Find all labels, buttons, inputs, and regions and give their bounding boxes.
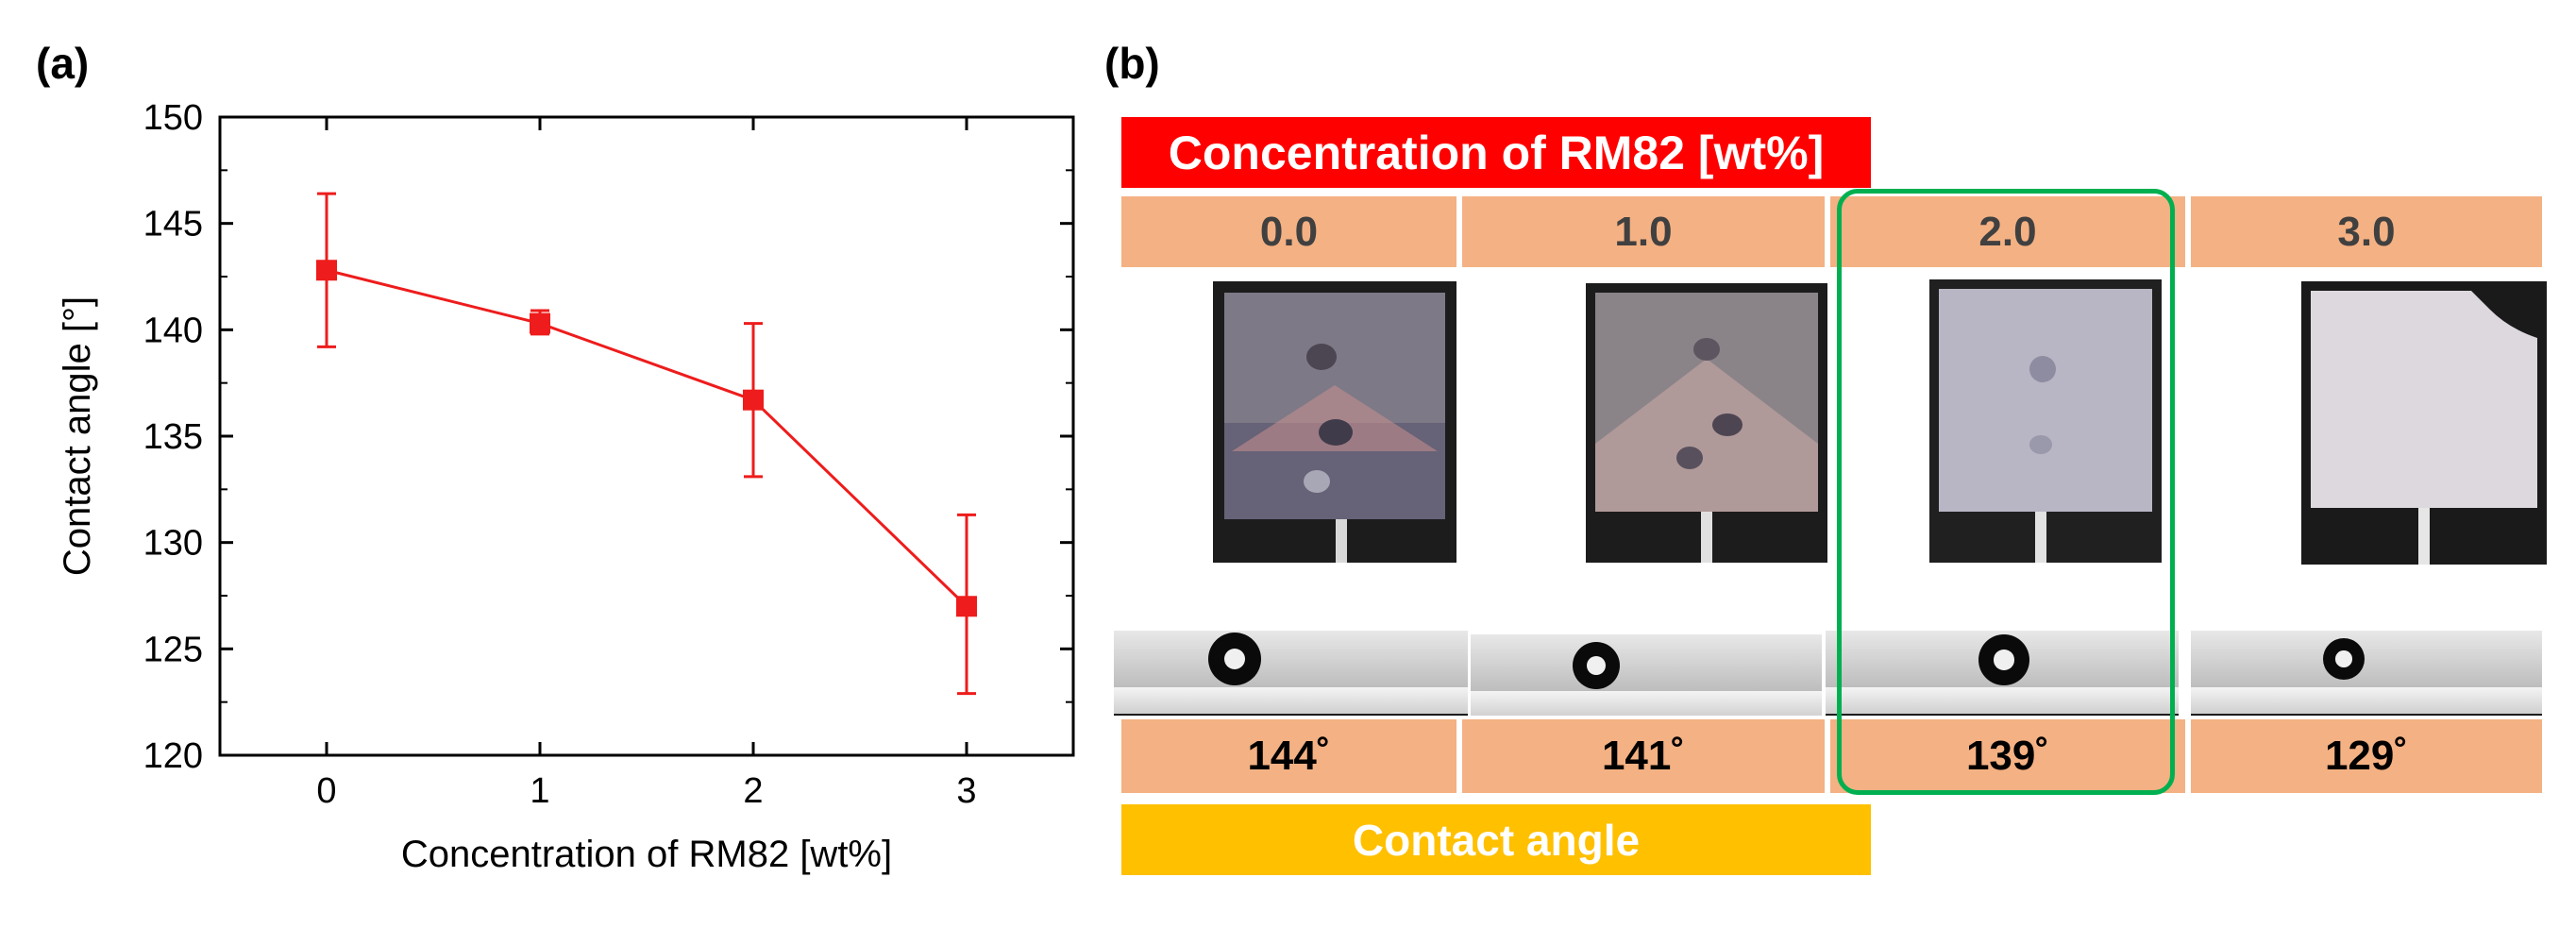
- concentration-cell-1: 1.0: [1462, 196, 1825, 267]
- droplet-image-1: [1471, 634, 1822, 716]
- panel-b-label: (b): [1104, 39, 1160, 88]
- sample-photo-0: [1213, 281, 1456, 563]
- y-tick-label-4: 140: [143, 311, 203, 350]
- y-tick-label-0: 120: [143, 736, 203, 776]
- sample-photo-3: [2301, 281, 2547, 565]
- highlight-box-2wt: [1837, 189, 2175, 795]
- contact-angle-cell-0: 144˚: [1121, 719, 1456, 793]
- y-tick-label-6: 150: [143, 98, 203, 138]
- concentration-header: Concentration of RM82 [wt%]: [1121, 117, 1871, 188]
- plot-frame: [218, 115, 1075, 757]
- contact-angle-cell-3: 129˚: [2191, 719, 2542, 793]
- y-axis-label: Contact angle [°]: [57, 296, 98, 576]
- sample-photo-1: [1586, 283, 1827, 563]
- sample-photo-2: [1929, 279, 2162, 563]
- concentration-cell-3: 3.0: [2191, 196, 2542, 267]
- droplet-image-2: [1826, 631, 2179, 716]
- data-point-3: [956, 596, 977, 617]
- y-tick-label-3: 135: [143, 417, 203, 457]
- data-point-2: [743, 389, 764, 411]
- data-point-0: [316, 260, 337, 281]
- droplet-image-3: [2191, 631, 2542, 716]
- y-tick-label-5: 145: [143, 205, 203, 245]
- contact-angle-footer: Contact angle: [1121, 804, 1871, 875]
- x-tick-label-0: 0: [316, 771, 336, 811]
- x-axis-label: Concentration of RM82 [wt%]: [401, 834, 892, 875]
- x-tick-label-3: 3: [956, 771, 976, 811]
- chart-marks: [316, 192, 977, 696]
- droplet-image-0: [1114, 631, 1468, 716]
- y-tick-label-1: 125: [143, 630, 203, 669]
- x-tick-label-2: 2: [743, 771, 763, 811]
- panel-a-label: (a): [36, 39, 90, 88]
- y-tick-label-2: 130: [143, 524, 203, 564]
- concentration-cell-0: 0.0: [1121, 196, 1456, 267]
- data-point-1: [530, 312, 550, 334]
- contact-angle-cell-1: 141˚: [1462, 719, 1825, 793]
- series-line: [326, 268, 968, 608]
- contact-angle-chart: 120 125 130 135 140 145 150 0 1 2 3 Concentration …: [57, 98, 1075, 875]
- x-tick-label-1: 1: [530, 771, 549, 811]
- contact-angle-cell-2: 139˚: [1830, 719, 2185, 793]
- concentration-cell-2: 2.0: [1830, 196, 2185, 267]
- axis-ticks: 120 125 130 135 140 145 150 0 1 2 3: [143, 98, 1073, 811]
